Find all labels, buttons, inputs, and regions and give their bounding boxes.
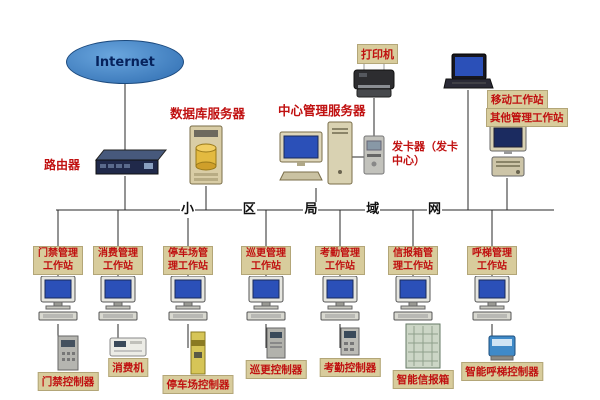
card-issuer-icon bbox=[363, 135, 385, 175]
device-label: 停车场控制器 bbox=[162, 375, 234, 394]
central-server-label: 中心管理服务器 bbox=[278, 103, 366, 118]
device-label: 智能呼梯控制器 bbox=[461, 362, 543, 381]
desktop-icon bbox=[489, 123, 527, 177]
device-label: 智能信报箱 bbox=[392, 370, 454, 389]
parking-controller-icon bbox=[190, 331, 206, 375]
lan-bus-char: 域 bbox=[365, 202, 381, 218]
pos-machine-icon bbox=[109, 337, 147, 357]
workstation-icon bbox=[246, 276, 286, 321]
station-label: 考勤管理工作站 bbox=[315, 246, 365, 275]
station-label: 消费管理工作站 bbox=[93, 246, 143, 275]
attendance-controller-icon bbox=[340, 327, 360, 356]
card-issuer-label: 发卡器（发卡中心） bbox=[392, 140, 458, 168]
workstation-icon bbox=[168, 276, 208, 321]
lan-bus-char: 网 bbox=[426, 202, 442, 218]
elevator-controller-icon bbox=[488, 335, 516, 361]
internet-label: Internet bbox=[95, 54, 155, 70]
mobile-workstation-label: 移动工作站 bbox=[487, 90, 548, 109]
station-label: 信报箱管理工作站 bbox=[388, 246, 438, 275]
lan-bus-char: 小 bbox=[180, 202, 196, 218]
laptop-icon bbox=[443, 53, 494, 89]
printer-icon bbox=[353, 59, 395, 98]
access-controller-icon bbox=[57, 335, 79, 371]
other-workstation-label: 其他管理工作站 bbox=[486, 108, 568, 127]
station-label: 停车场管理工作站 bbox=[163, 246, 213, 275]
lan-bus-char: 区 bbox=[241, 202, 257, 218]
station-label: 呼梯管理工作站 bbox=[467, 246, 517, 275]
workstation-icon bbox=[320, 276, 360, 321]
station-label: 门禁管理工作站 bbox=[33, 246, 83, 275]
mailbox-icon bbox=[405, 323, 441, 369]
database-server-icon bbox=[189, 125, 223, 185]
station-label: 巡更管理工作站 bbox=[241, 246, 291, 275]
printer-label: 打印机 bbox=[357, 44, 398, 64]
router-icon bbox=[94, 149, 168, 175]
patrol-controller-icon bbox=[266, 327, 286, 359]
device-label: 考勤控制器 bbox=[319, 358, 381, 377]
database-server-label: 数据库服务器 bbox=[170, 106, 246, 121]
device-label: 巡更控制器 bbox=[245, 360, 307, 379]
router-label: 路由器 bbox=[44, 158, 81, 172]
workstation-icon bbox=[38, 276, 78, 321]
device-label: 消费机 bbox=[108, 358, 148, 377]
internet-cloud: Internet bbox=[66, 40, 184, 84]
lan-bus-label: 小 区 局 域 网 bbox=[180, 202, 442, 218]
workstation-icon bbox=[393, 276, 433, 321]
device-label: 门禁控制器 bbox=[37, 372, 99, 391]
workstation-icon bbox=[98, 276, 138, 321]
workstation-icon bbox=[472, 276, 512, 321]
central-server-icon bbox=[279, 121, 353, 185]
lan-bus-char: 局 bbox=[303, 202, 319, 218]
